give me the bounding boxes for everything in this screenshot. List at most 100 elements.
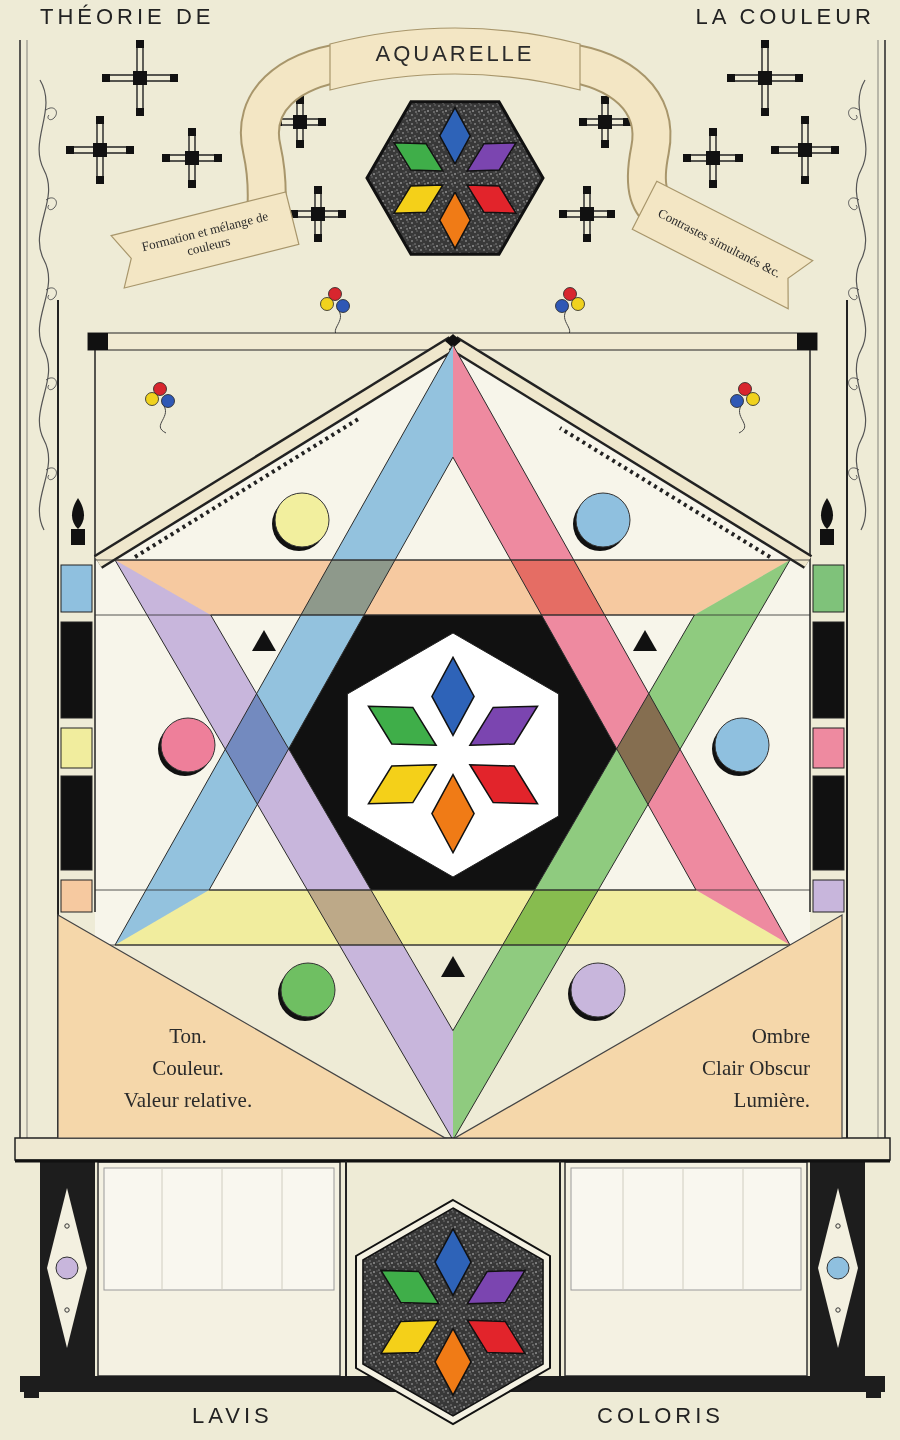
lattice-end <box>126 146 134 154</box>
ribbon-end: Formation et mélange de couleurs <box>110 186 301 294</box>
small-triangle <box>633 630 657 651</box>
tone-panel-text: Ton. <box>88 1020 288 1052</box>
pillar-disc <box>56 1257 78 1279</box>
lattice-end <box>801 176 809 184</box>
color-band <box>115 890 790 945</box>
center-post <box>559 1161 561 1376</box>
pillar-diamond <box>47 1188 87 1348</box>
lattice-end <box>136 108 144 116</box>
medallion-hexagon <box>367 102 543 254</box>
berry <box>337 300 350 313</box>
berry-stem <box>160 403 166 433</box>
vine-curl <box>46 198 56 210</box>
section-caption: LAVIS <box>192 1403 273 1429</box>
black-hexagon <box>209 457 696 890</box>
color-disc <box>275 493 329 547</box>
lattice-block <box>93 143 107 157</box>
light-panel-text: Lumière. <box>610 1084 810 1116</box>
vine-curl <box>849 288 859 300</box>
column-cell <box>813 728 844 768</box>
tone-panel-text: Valeur relative. <box>88 1084 288 1116</box>
lattice-end <box>188 128 196 136</box>
lattice-end <box>771 146 779 154</box>
text-holder: Ton.Couleur.Valeur relative. <box>88 1020 288 1130</box>
color-rhombus <box>368 765 436 804</box>
color-disc <box>281 963 335 1017</box>
berry <box>747 393 760 406</box>
color-disc <box>571 963 625 1017</box>
vine-curl <box>849 468 859 480</box>
lattice-end <box>170 74 178 82</box>
entablature-block <box>797 333 817 350</box>
column-cell <box>813 880 844 912</box>
lattice-end <box>607 210 615 218</box>
vine-curl <box>46 468 56 480</box>
color-rhombus <box>467 143 516 171</box>
lattice-end <box>683 154 691 162</box>
vine-curl <box>46 108 56 120</box>
finial-base <box>820 529 834 545</box>
light-panel-text: Ombre <box>610 1020 810 1052</box>
wash-panel <box>571 1168 801 1290</box>
plate-title: LA COULEUR <box>696 4 875 30</box>
column-cell <box>61 776 92 870</box>
triangle-outline <box>115 345 790 945</box>
top-medallion <box>367 102 543 254</box>
medallion-border <box>356 1200 550 1424</box>
entablature-block <box>88 333 108 350</box>
bottom-medallion <box>356 1200 550 1424</box>
lattice-end <box>601 140 609 148</box>
color-rhombus <box>470 706 538 745</box>
small-triangle <box>441 956 465 977</box>
base-bar <box>15 1138 890 1160</box>
ribbon-end-outline <box>111 192 299 288</box>
ribbon-end: Contrastes simultanés &c. <box>630 176 816 314</box>
text-holder: AQUARELLE <box>350 36 560 72</box>
plinth-foot <box>24 1392 39 1398</box>
color-rhombus <box>467 1270 525 1303</box>
text-holder: Formation et mélange de couleurs <box>132 196 281 282</box>
vine-curl <box>849 198 859 210</box>
wash-divider <box>162 1168 163 1290</box>
lattice-end <box>66 146 74 154</box>
color-rhombus <box>394 185 443 213</box>
lattice-end <box>559 210 567 218</box>
vine-ornament <box>856 80 866 530</box>
color-disc <box>161 718 215 772</box>
lattice-end <box>583 234 591 242</box>
lattice-end <box>727 74 735 82</box>
section-caption: COLORIS <box>597 1403 724 1429</box>
post-line <box>809 350 811 912</box>
color-rhombus <box>440 108 470 164</box>
color-rhombus <box>381 1320 439 1353</box>
lattice-end <box>761 108 769 116</box>
color-rhombus <box>368 706 436 745</box>
plinth-foot <box>866 1392 881 1398</box>
color-rhombus <box>381 1270 439 1303</box>
guide-line <box>95 890 810 891</box>
column-cell <box>61 728 92 768</box>
color-rhombus <box>467 185 516 213</box>
lattice-end <box>338 210 346 218</box>
vine-curl <box>46 378 56 390</box>
lattice-block <box>580 207 594 221</box>
wash-divider <box>282 1168 283 1290</box>
center-post <box>345 1161 347 1376</box>
lattice-end <box>162 154 170 162</box>
ribbon-end-outline <box>632 181 812 309</box>
tone-panel-outline <box>58 915 445 1138</box>
lattice-end <box>583 186 591 194</box>
lattice-end <box>102 74 110 82</box>
color-rhombus <box>432 657 474 735</box>
color-rhombus <box>440 192 470 248</box>
lattice-block <box>598 115 612 129</box>
lattice-end <box>709 180 717 188</box>
color-band <box>115 560 790 615</box>
column-cell <box>61 565 92 612</box>
lattice-block <box>758 71 772 85</box>
column-cell <box>813 565 844 612</box>
pillar-dot <box>65 1308 69 1312</box>
pillar <box>810 1162 865 1376</box>
